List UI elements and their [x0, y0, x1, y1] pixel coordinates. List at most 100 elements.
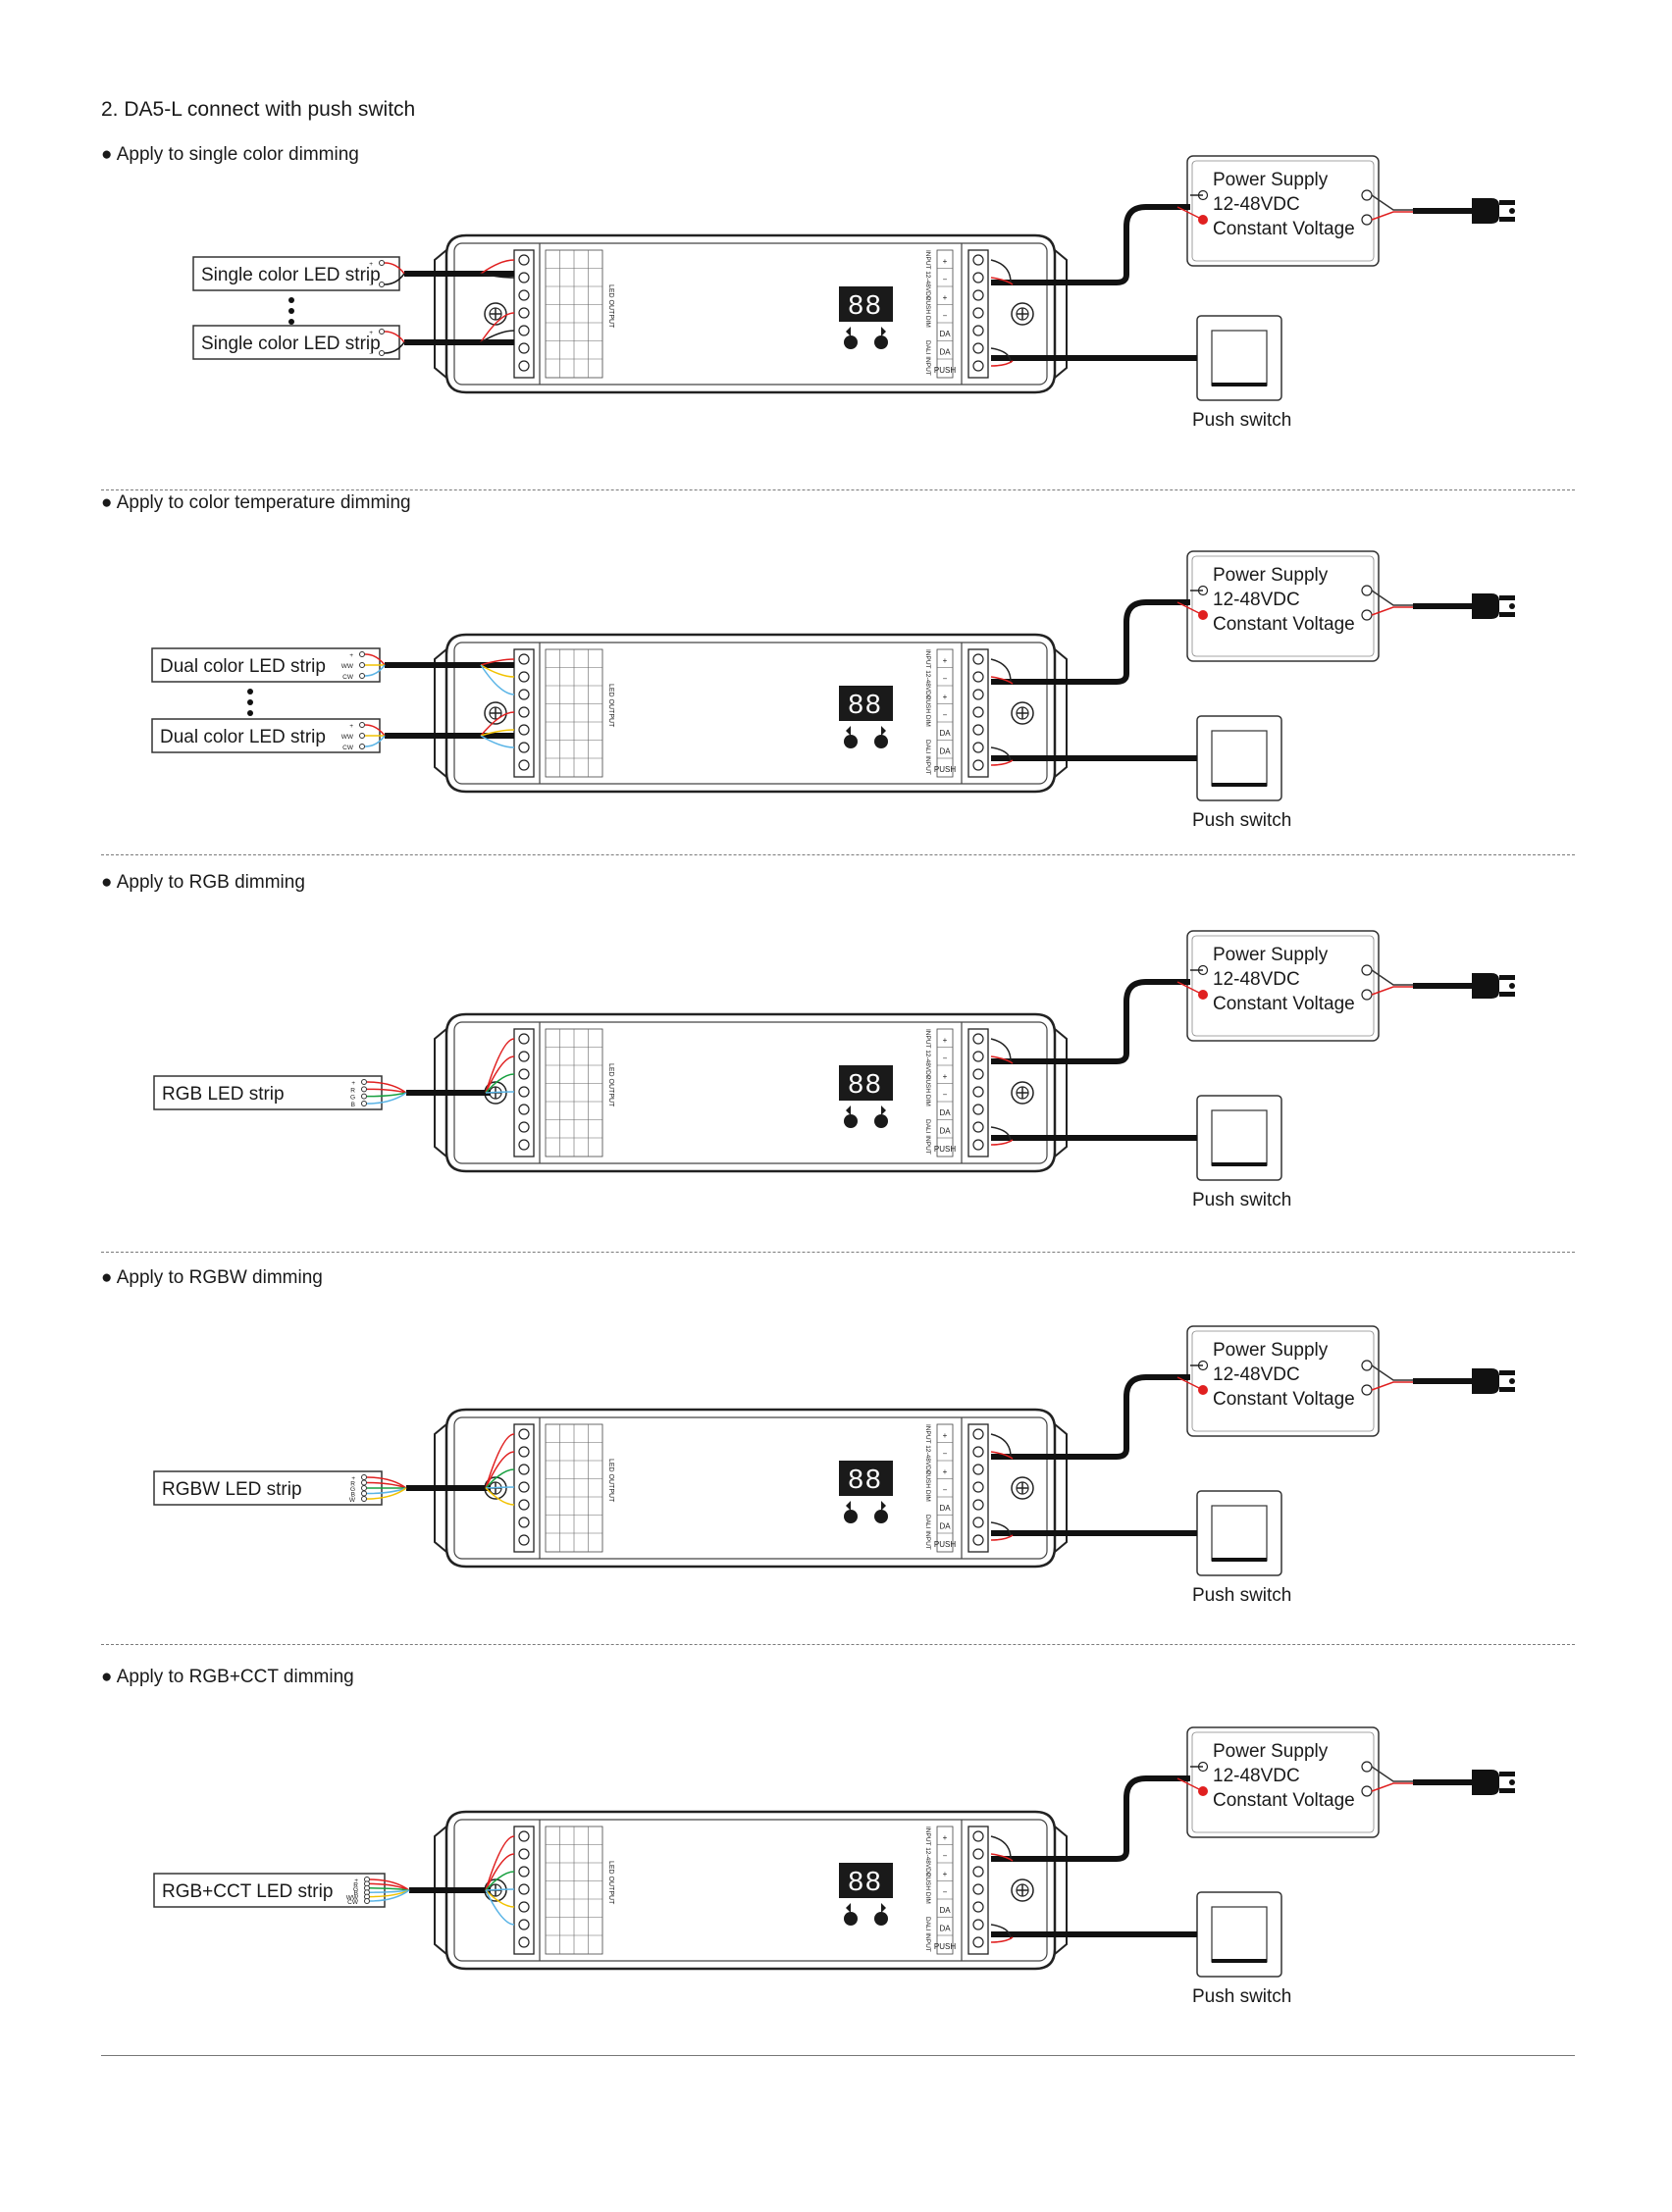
output-terminal-screw [518, 1481, 530, 1493]
input-terminal-screw [972, 671, 984, 683]
switch-wire [990, 360, 1014, 367]
ac-wire [1371, 969, 1413, 986]
input-terminal-screw [972, 1866, 984, 1878]
input-terminal-screw [972, 1428, 984, 1440]
ellipsis-dot [247, 699, 253, 705]
switch-wire [990, 759, 1014, 766]
push-dim-label-text: PUSH DIM [924, 1873, 931, 1904]
input-terminal-screw [972, 1068, 984, 1080]
power-wire-plus [990, 676, 1014, 685]
input-terminal-label: + [943, 693, 948, 701]
input-terminal-label: − [943, 1852, 948, 1861]
input-terminal-label: + [943, 1072, 948, 1081]
output-label-text: LED OUTPUT [607, 1063, 614, 1107]
input-terminal-screw [972, 1033, 984, 1045]
output-terminal-screw [518, 653, 530, 665]
led-strip-pin [359, 733, 365, 739]
input-terminal-screw [972, 1534, 984, 1546]
input-terminal-screw [972, 1121, 984, 1133]
input-label-text: INPUT 12-48VDC [924, 1029, 931, 1080]
output-terminal-screw [518, 307, 530, 319]
power-supply-voltage: 12-48VDC [1213, 590, 1300, 610]
output-terminal-screw [518, 1901, 530, 1913]
terminal-wire [485, 1451, 515, 1489]
output-terminal-screw [518, 1848, 530, 1860]
led-strip-pin-label: WW [346, 1895, 359, 1902]
power-supply-title: Power Supply [1213, 1741, 1329, 1762]
driver-left-ear [434, 648, 447, 778]
power-supply-box [1186, 1726, 1380, 1838]
push-switch-button [1211, 330, 1268, 386]
power-cable [991, 599, 1190, 685]
input-terminal-screw [972, 1051, 984, 1062]
led-strip-label: RGBW LED strip [162, 1479, 302, 1500]
driver-right-ear [1054, 249, 1068, 379]
led-strip-pin [359, 722, 365, 728]
led-strip-pin [361, 1490, 367, 1497]
button-down [844, 1912, 858, 1926]
ps-ac-screw [1361, 964, 1373, 976]
section-divider [101, 854, 1575, 855]
led-strip-pin-label: R [350, 1087, 355, 1094]
switch-wire [990, 1534, 1014, 1541]
input-terminal-screw [972, 1139, 984, 1151]
power-supply-title: Power Supply [1213, 945, 1329, 965]
terminal-wire [485, 1073, 515, 1094]
terminal-wire [480, 735, 515, 748]
power-cable [991, 1775, 1190, 1862]
input-terminal-label: PUSH [934, 366, 956, 375]
plug-ground [1509, 983, 1515, 989]
led-strip-box [192, 325, 400, 360]
input-terminal-label: DA [939, 1925, 951, 1933]
output-terminal-screw [518, 289, 530, 301]
power-cable [991, 979, 1190, 1064]
driver-right-ear [1054, 1826, 1068, 1955]
input-terminal-label: DA [939, 1108, 951, 1117]
dali-label-text: DALI INPUT [924, 1917, 931, 1952]
input-terminal-screw [972, 1499, 984, 1511]
output-terminal-screw [518, 1428, 530, 1440]
arrow-right-icon [881, 327, 886, 336]
input-terminal-screw [972, 325, 984, 336]
power-supply-type: Constant Voltage [1213, 219, 1355, 239]
output-label-text: LED OUTPUT [607, 684, 614, 728]
switch-wire [990, 347, 1012, 364]
ac-wire [1371, 590, 1413, 606]
right-ground-screw-cross [1017, 1482, 1028, 1494]
input-terminal-screw [972, 1936, 984, 1948]
led-strip-pin-label: W [349, 1497, 356, 1504]
dali-label-text: DALI INPUT [924, 340, 931, 376]
power-supply-inner [1191, 1330, 1375, 1432]
strip-wire [364, 664, 386, 677]
led-strip-box [151, 718, 381, 753]
terminal-wire [480, 711, 515, 737]
segment-digits: 88 [848, 689, 882, 719]
led-strip-pin [361, 1101, 367, 1106]
arrow-right-icon [881, 1501, 886, 1511]
push-dim-label-text: PUSH DIM [924, 296, 931, 328]
led-strip-pin [359, 744, 365, 749]
power-supply-voltage: 12-48VDC [1213, 1364, 1300, 1385]
terminal-wire [480, 273, 515, 279]
plug-prong [1499, 217, 1515, 222]
power-wire-plus [990, 1853, 1014, 1862]
led-strip-pin-label: − [369, 283, 373, 289]
led-strip-pin-label: B [351, 1102, 355, 1108]
strip-wire [384, 331, 405, 343]
left-ground-screw-cross [490, 308, 501, 320]
ellipsis-dot [247, 689, 253, 694]
output-terminal-screw [518, 1121, 530, 1133]
output-terminal-screw [518, 272, 530, 283]
input-terminal-screw [972, 653, 984, 665]
led-strip-pin [361, 1485, 367, 1491]
input-label-table [936, 1028, 954, 1157]
plug-prong [1499, 200, 1515, 205]
input-terminal-screw [972, 254, 984, 266]
led-strip-pin-label: CW [347, 1899, 359, 1906]
strip-wire [366, 1487, 407, 1500]
power-wire-minus [990, 1038, 1012, 1062]
push-switch-button [1211, 730, 1268, 787]
strip-wire [366, 1092, 407, 1105]
input-terminal-label: DA [939, 1504, 951, 1513]
